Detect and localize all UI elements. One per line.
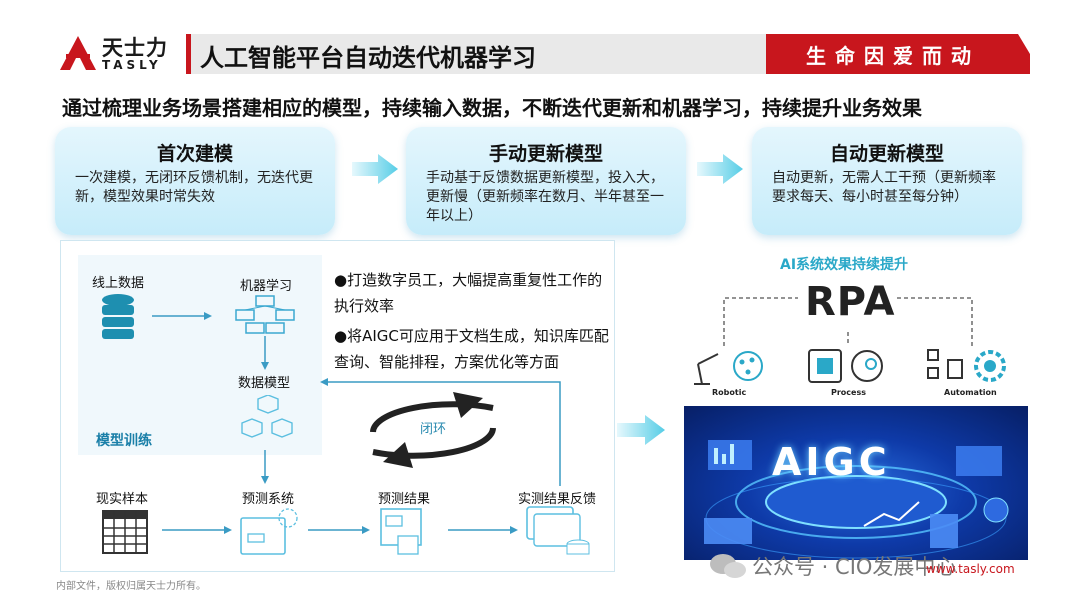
tasly-logo-icon xyxy=(60,36,96,70)
card-auto-update: 自动更新模型 自动更新，无需人工干预（更新频率要求每天、每小时甚至每分钟） xyxy=(752,127,1022,235)
icon-label-automation: Automation xyxy=(944,388,997,397)
flow-arrow-icon xyxy=(152,312,212,320)
card-desc: 手动基于反馈数据更新模型，投入大，更新慢（更新频率在数月、半年甚至一年以上） xyxy=(426,170,664,224)
bullet-digital-employee: ●打造数字员工，大幅提高重复性工作的执行效率 xyxy=(334,271,603,315)
card-desc: 一次建模，无闭环反馈机制，无迭代更新，模型效果时常失效 xyxy=(75,170,313,205)
model-training-area xyxy=(78,255,322,455)
icon-label-robotic: Robotic xyxy=(712,388,747,397)
label-machine-learning: 机器学习 xyxy=(240,279,293,294)
card-desc: 自动更新，无需人工干预（更新频率要求每天、每小时甚至每分钟） xyxy=(772,170,996,205)
bullet-aigc-application: ●将AIGC可应用于文档生成，知识库匹配查询、智能排程，方案优化等方面 xyxy=(334,327,609,371)
card-title: 手动更新模型 xyxy=(488,143,603,165)
flow-arrow-icon xyxy=(261,450,269,484)
prediction-result-icon xyxy=(380,508,422,555)
label-prediction-system: 预测系统 xyxy=(242,492,295,507)
flow-arrow-icon xyxy=(162,526,232,534)
process-chip-icon xyxy=(808,349,883,383)
slogan-bar xyxy=(766,34,1030,74)
aigc-illustration xyxy=(684,406,1028,560)
flow-arrow-icon xyxy=(308,526,370,534)
label-feedback: 实测结果反馈 xyxy=(518,492,597,507)
watermark: 公众号 · CIO发展中心 xyxy=(752,555,957,579)
card-title: 首次建模 xyxy=(156,143,233,165)
arrow-right-icon xyxy=(352,154,398,184)
logo-chinese: 天士力 xyxy=(102,36,168,60)
slogan: 生命因爱而动 xyxy=(806,44,980,68)
rpa-title: RPA xyxy=(805,279,896,325)
icon-label-process: Process xyxy=(831,388,866,397)
network-icon xyxy=(235,295,295,334)
title-accent xyxy=(186,34,191,74)
card-initial-modeling: 首次建模 一次建模，无闭环反馈机制，无迭代更新，模型效果时常失效 xyxy=(55,127,335,235)
label-prediction-result: 预测结果 xyxy=(378,492,431,507)
label-model-training: 模型训练 xyxy=(96,433,152,449)
cubes-icon xyxy=(241,395,293,438)
label-real-samples: 现实样本 xyxy=(96,492,149,507)
prediction-system-icon xyxy=(240,508,298,555)
arrow-right-icon xyxy=(697,154,743,184)
logo-english: TASLY xyxy=(102,58,162,72)
arrow-right-icon xyxy=(617,415,665,445)
flow-arrow-icon xyxy=(448,526,518,534)
subtitle: 通过梳理业务场景搭建相应的模型，持续输入数据，不断迭代更新和机器学习，持续提升业… xyxy=(62,96,922,120)
aigc-platform-illustration xyxy=(704,440,1009,559)
aigc-label: AIGC xyxy=(772,440,891,484)
card-manual-update: 手动更新模型 手动基于反馈数据更新模型，投入大，更新慢（更新频率在数月、半年甚至… xyxy=(406,127,686,235)
robot-arm-icon xyxy=(694,351,763,385)
feedback-loop-line xyxy=(320,378,561,486)
feedback-icon xyxy=(526,506,590,555)
rpa-connector-lines xyxy=(723,297,973,346)
slogan-notch xyxy=(1018,34,1030,54)
website-link[interactable]: www.tasly.com xyxy=(926,562,1015,576)
footer-note: 内部文件，版权归属天士力所有。 xyxy=(56,581,206,592)
database-icon xyxy=(102,294,134,339)
loop-label: 闭环 xyxy=(420,422,447,437)
label-data-model: 数据模型 xyxy=(238,376,291,391)
page-title: 人工智能平台自动迭代机器学习 xyxy=(200,44,536,72)
ai-effect-title: AI系统效果持续提升 xyxy=(780,257,909,273)
automation-gear-icon xyxy=(927,349,1006,382)
title-bar xyxy=(186,34,766,74)
logo: 天士力 TASLY xyxy=(58,32,178,76)
card-title: 自动更新模型 xyxy=(829,143,944,165)
flow-arrow-icon xyxy=(261,336,269,370)
closed-loop-icon xyxy=(370,392,496,468)
label-online-data: 线上数据 xyxy=(92,276,145,291)
wechat-icon xyxy=(710,554,746,578)
table-grid-icon xyxy=(102,510,148,554)
